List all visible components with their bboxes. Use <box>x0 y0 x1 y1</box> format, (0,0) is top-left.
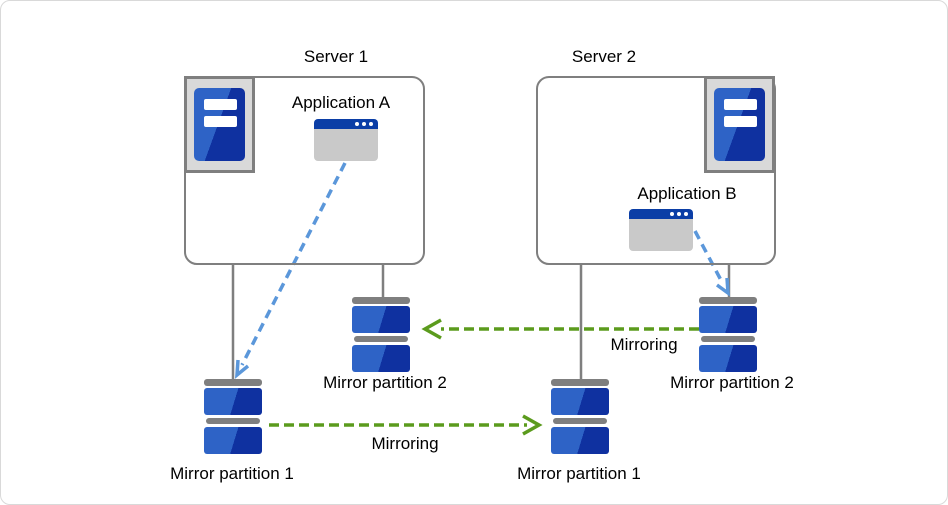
server2-icon <box>704 76 775 173</box>
application-a-window-icon <box>314 119 378 161</box>
window-titlebar <box>629 209 693 219</box>
server-tower-slot-icon <box>724 116 757 127</box>
disk-platter <box>551 388 609 415</box>
disk-platter <box>352 306 410 333</box>
application-b-access-arrowhead <box>715 277 730 297</box>
server1-mirror-partition1-label: Mirror partition 1 <box>170 464 294 483</box>
server1-mirror-partition1-icon <box>204 379 262 455</box>
application-b-access-arrow <box>693 230 725 285</box>
server2-mirror-partition2-label: Mirror partition 2 <box>670 373 794 392</box>
server-tower-slot-icon <box>724 99 757 110</box>
server1-mirror-partition2-label: Mirror partition 2 <box>323 373 447 392</box>
disk-divider <box>206 418 260 424</box>
server2-mirror-partition1-icon <box>551 379 609 455</box>
window-buttons-icon <box>670 212 688 216</box>
mirroring-label-bottom: Mirroring <box>371 434 439 453</box>
disk-divider <box>553 418 607 424</box>
disk-platter <box>699 306 757 333</box>
application-a-label: Application A <box>291 93 391 112</box>
disk-cap <box>352 297 410 304</box>
disk-divider <box>701 336 755 342</box>
server-tower-slot-icon <box>204 116 237 127</box>
window-body <box>629 219 693 251</box>
disk-platter <box>204 388 262 415</box>
application-a-access-arrowhead <box>234 359 250 379</box>
server1-label: Server 1 <box>303 47 369 66</box>
window-buttons-icon <box>355 122 373 126</box>
server2-box <box>536 76 776 265</box>
application-b-window-icon <box>629 209 693 251</box>
application-b-label: Application B <box>637 184 737 203</box>
disk-platter <box>204 427 262 454</box>
server-tower-icon <box>714 88 765 161</box>
disk-platter <box>352 345 410 372</box>
disk-cap <box>204 379 262 386</box>
server-tower-slot-icon <box>204 99 237 110</box>
server2-mirror-partition1-label: Mirror partition 1 <box>517 464 641 483</box>
window-titlebar <box>314 119 378 129</box>
disk-cap <box>699 297 757 304</box>
mirroring-arrow-top-head <box>421 318 442 340</box>
mirroring-arrow-bottom-head <box>522 414 543 436</box>
server2-label: Server 2 <box>571 47 637 66</box>
disk-platter <box>699 345 757 372</box>
server1-mirror-partition2-icon <box>352 297 410 373</box>
server-tower-icon <box>194 88 245 161</box>
disk-divider <box>354 336 408 342</box>
disk-platter <box>551 427 609 454</box>
disk-cap <box>551 379 609 386</box>
server2-mirror-partition2-icon <box>699 297 757 373</box>
window-body <box>314 129 378 161</box>
mirroring-label-top: Mirroring <box>610 335 678 354</box>
server1-icon <box>184 76 255 173</box>
